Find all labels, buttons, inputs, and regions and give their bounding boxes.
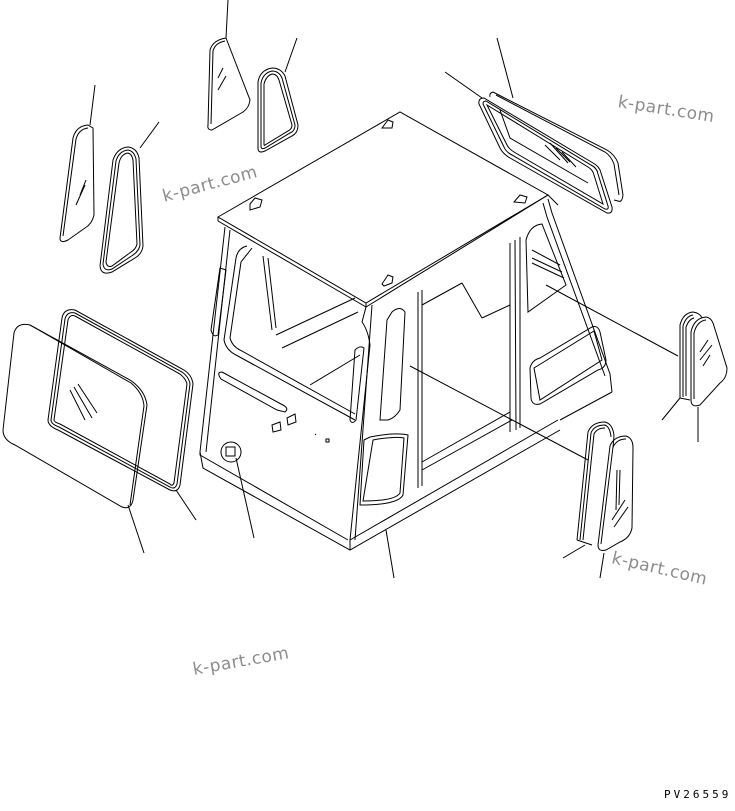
upper-left-glass: [60, 125, 94, 242]
front-lower-glass: [598, 436, 633, 550]
front-lower-seal: [577, 422, 614, 545]
top-rear-seal: [490, 92, 623, 201]
door-seal: [48, 310, 193, 491]
right-quarter-seal: [680, 312, 702, 400]
upper-mid-glass: [208, 38, 250, 130]
upper-mid-seal: [258, 68, 298, 152]
door-glass: [3, 324, 147, 507]
drawing-code: PV26559: [664, 788, 732, 801]
top-rear-glass: [479, 98, 612, 213]
upper-left-seal: [100, 147, 143, 273]
leader-lines: [90, 0, 698, 578]
cab-body: [200, 195, 612, 550]
right-quarter-glass: [691, 317, 727, 406]
roof: [218, 112, 548, 307]
